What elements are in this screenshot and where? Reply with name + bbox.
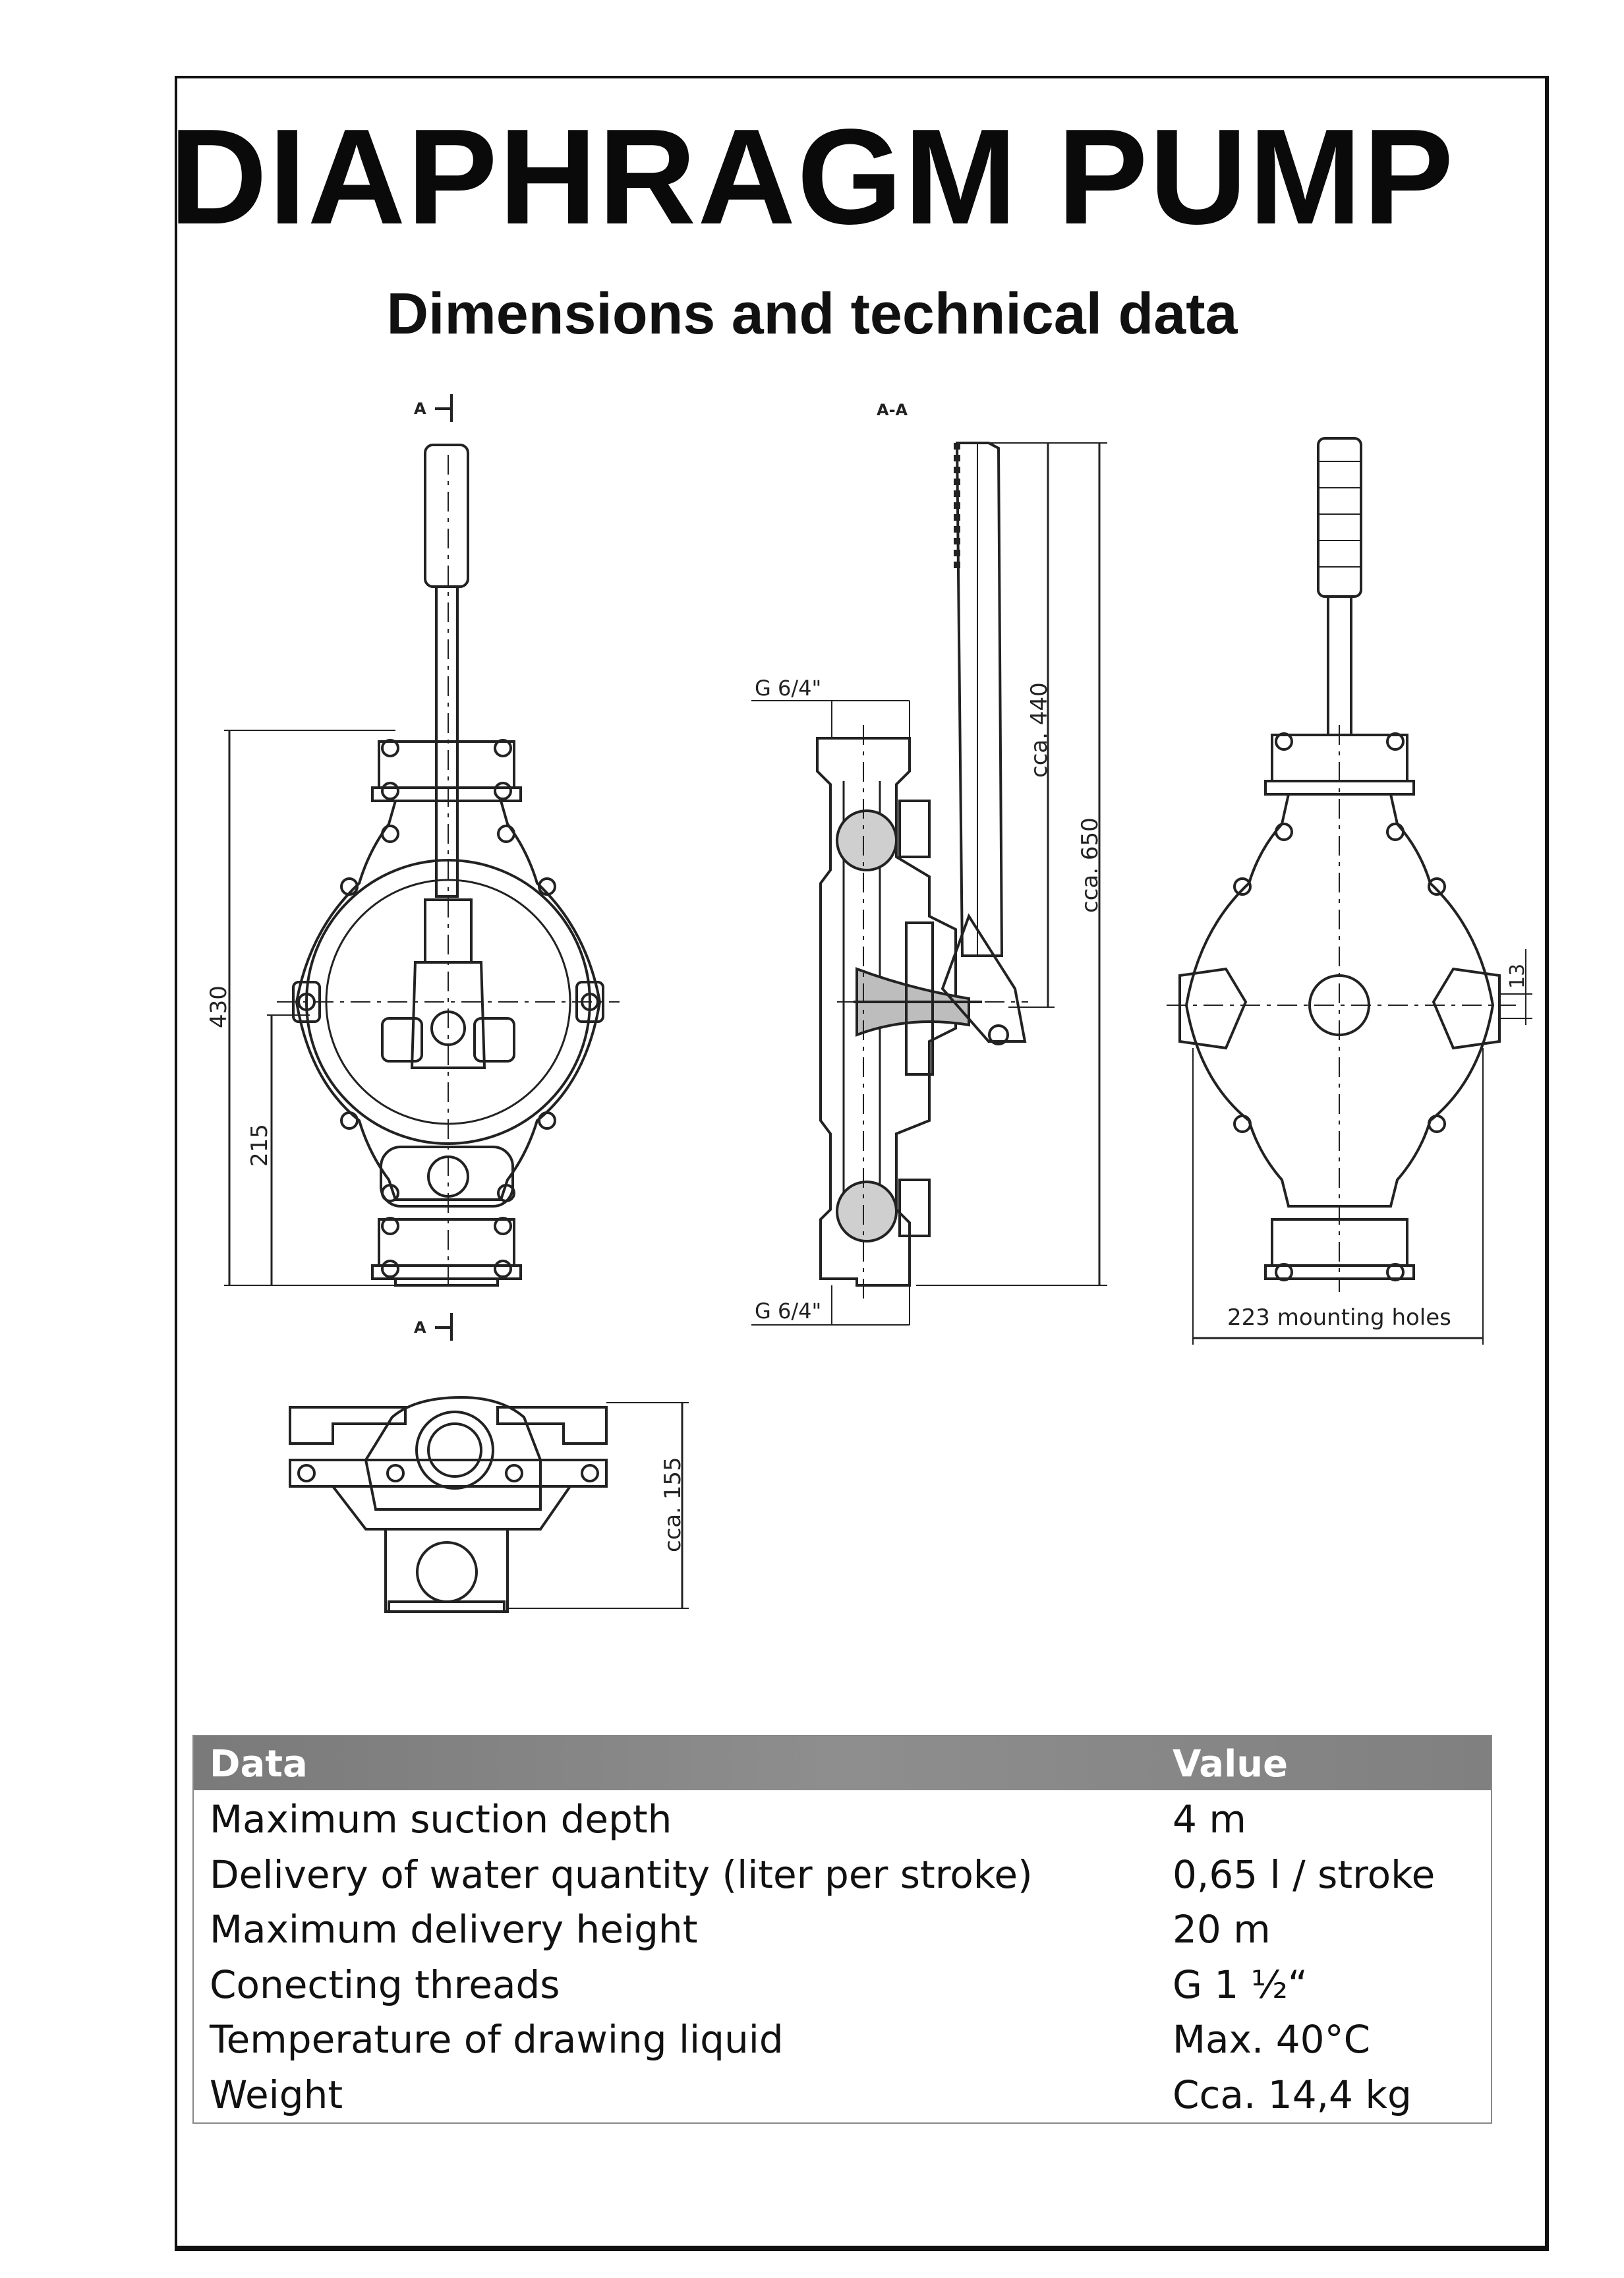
dim-cca-650: cca. 650: [1077, 817, 1103, 913]
row-value: Max. 40°C: [1173, 2017, 1371, 2062]
header-value: Value: [1173, 1743, 1289, 1786]
section-mark-top: A: [414, 399, 426, 418]
dim-cca-155: cca. 155: [660, 1457, 686, 1552]
technical-drawings: A A A-A 430 215 G 6/4" G 6/4" cca. 440 c…: [206, 394, 1532, 1613]
dim-215: 215: [246, 1124, 273, 1167]
row-value: Cca. 14,4 kg: [1173, 2072, 1412, 2117]
dim-thread-bottom: G 6/4": [755, 1299, 821, 1324]
section-view-drawing: [751, 442, 1107, 1326]
dim-430: 430: [206, 985, 232, 1028]
header-data: Data: [210, 1743, 308, 1786]
table-header: Data Value: [194, 1736, 1491, 1790]
technical-data-table: Data Value Maximum suction depth 4 m Del…: [192, 1735, 1492, 2124]
row-value: G 1 ½“: [1173, 1962, 1308, 2007]
dim-13: 13: [1506, 964, 1529, 989]
table-row: Weight Cca. 14,4 kg: [194, 2066, 1491, 2121]
table-row: Maximum suction depth 4 m: [194, 1790, 1491, 1846]
row-value: 4 m: [1173, 1797, 1246, 1842]
table-row: Temperature of drawing liquid Max. 40°C: [194, 2010, 1491, 2066]
dim-thread-top: G 6/4": [755, 676, 821, 701]
dim-cca-440: cca. 440: [1026, 682, 1053, 778]
section-label: A-A: [877, 401, 908, 419]
row-label: Temperature of drawing liquid: [210, 2017, 784, 2062]
table-row: Delivery of water quantity (liter per st…: [194, 1846, 1491, 1901]
document-subtitle: Dimensions and technical data: [386, 281, 1238, 346]
row-label: Maximum delivery height: [210, 1907, 698, 1952]
document-title: DIAPHRAGM PUMP: [169, 101, 1455, 252]
row-label: Maximum suction depth: [210, 1797, 672, 1842]
row-value: 0,65 l / stroke: [1173, 1852, 1436, 1897]
top-view-drawing: [289, 1395, 689, 1613]
table-row: Conecting threads G 1 ½“: [194, 1956, 1491, 2011]
table-row: Maximum delivery height 20 m: [194, 1900, 1491, 1956]
row-label: Delivery of water quantity (liter per st…: [210, 1852, 1033, 1897]
row-label: Weight: [210, 2072, 343, 2117]
row-value: 20 m: [1173, 1907, 1271, 1952]
page-frame: [175, 76, 1549, 2251]
dim-mounting-holes: 223 mounting holes: [1227, 1304, 1451, 1331]
front-view-drawing: [224, 394, 620, 1341]
rear-view-drawing: [1167, 437, 1532, 1345]
section-mark-bottom: A: [414, 1318, 426, 1337]
row-label: Conecting threads: [210, 1962, 560, 2007]
